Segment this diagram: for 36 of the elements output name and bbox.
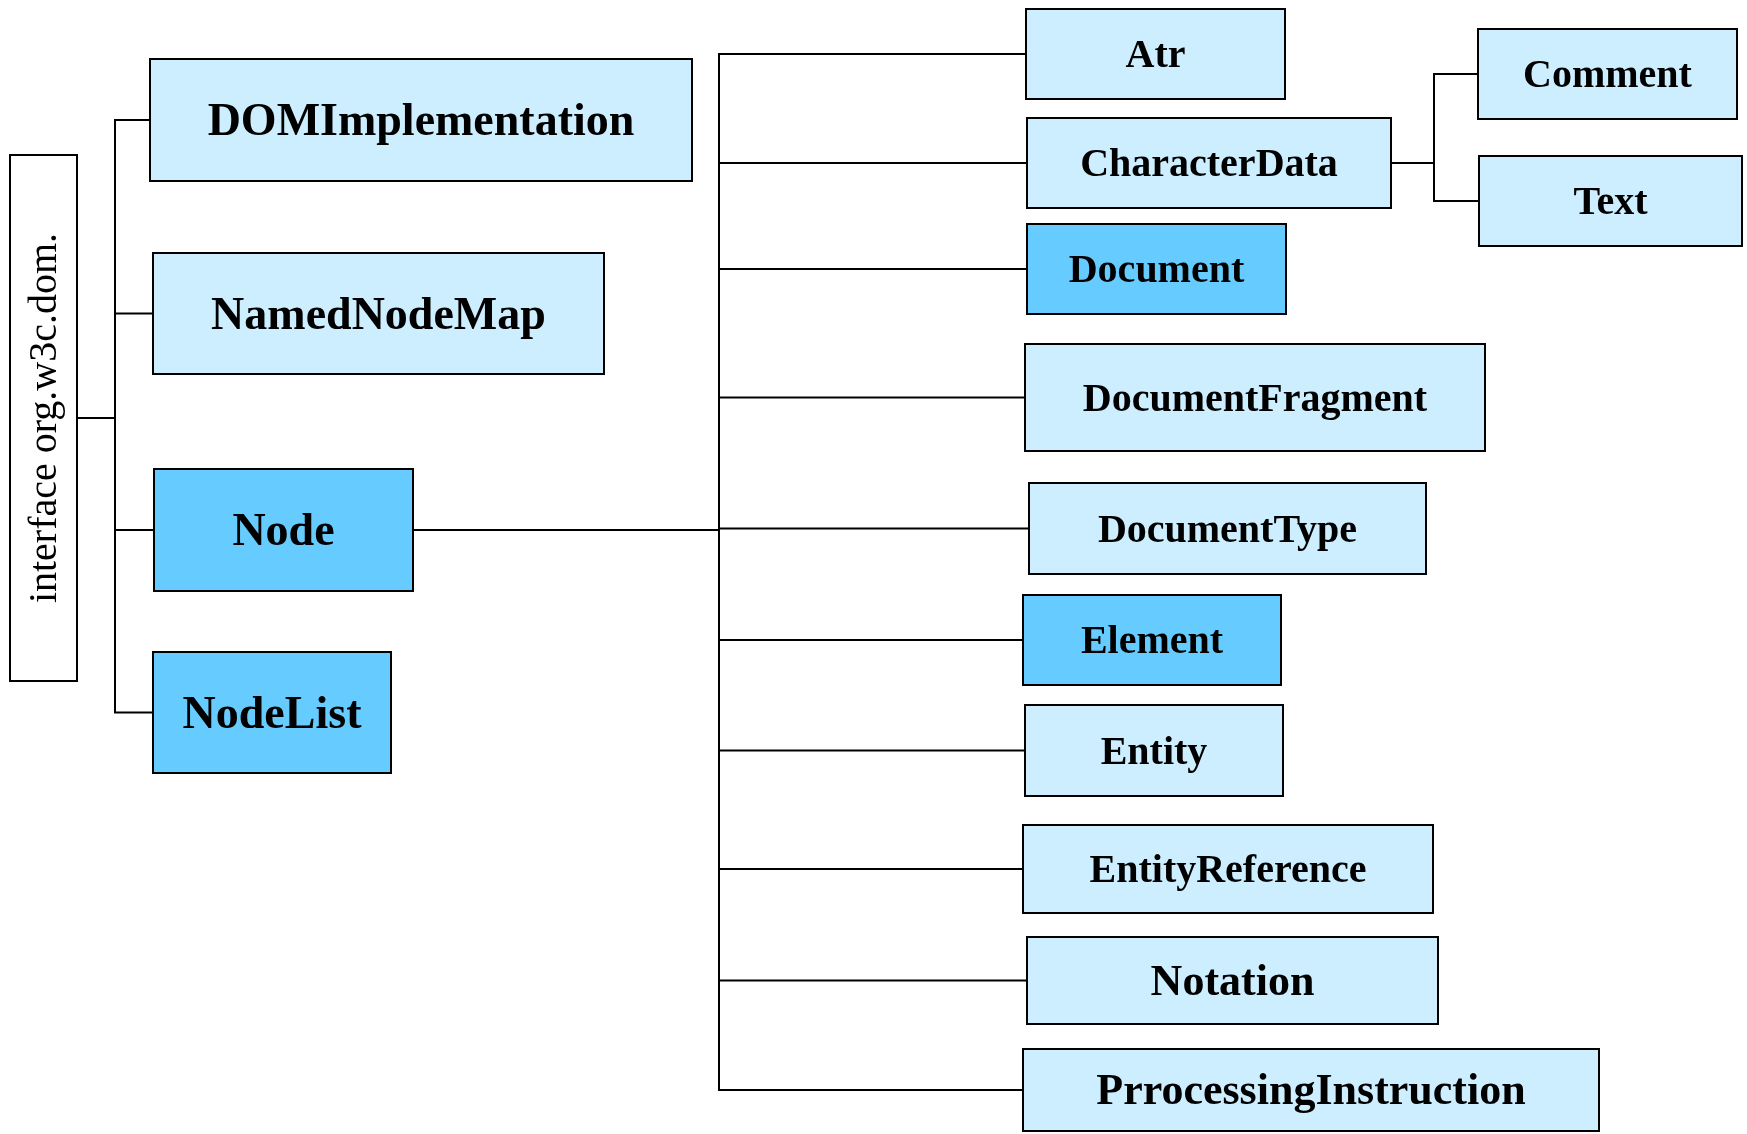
interface-box bbox=[1026, 936, 1439, 1025]
interface-name: DOMImplementation bbox=[207, 97, 635, 143]
interface-name: Node bbox=[232, 507, 335, 553]
interface-box bbox=[1025, 8, 1286, 100]
interface-box bbox=[1022, 1048, 1600, 1132]
interface-name: Notation bbox=[1150, 958, 1315, 1003]
interface-box bbox=[1022, 594, 1282, 686]
interface-box bbox=[1022, 824, 1434, 914]
interface-box bbox=[1024, 704, 1284, 797]
interface-box bbox=[1026, 117, 1392, 209]
interface-name: NodeList bbox=[182, 689, 362, 736]
interface-name: PrrocessingInstruction bbox=[1096, 1068, 1526, 1112]
interface-box bbox=[1478, 155, 1743, 247]
interface-name: Text bbox=[1573, 181, 1648, 221]
interface-box bbox=[1028, 482, 1427, 575]
connector-line bbox=[77, 417, 153, 714]
interface-box bbox=[152, 651, 392, 774]
interface-name: EntityReference bbox=[1089, 849, 1367, 889]
package-label: interface org.w3c.dom. bbox=[23, 232, 64, 604]
interface-name: NamedNodeMap bbox=[211, 290, 546, 337]
interface-name: Atr bbox=[1125, 34, 1186, 74]
interface-name: DocumentFragment bbox=[1082, 377, 1428, 418]
interface-box bbox=[153, 468, 414, 592]
interface-name: Document bbox=[1068, 249, 1245, 289]
interface-name: DocumentType bbox=[1097, 508, 1358, 549]
interface-box bbox=[152, 252, 605, 375]
interface-name: Comment bbox=[1523, 54, 1692, 94]
interface-box bbox=[1024, 343, 1486, 452]
interface-name: Entity bbox=[1100, 730, 1208, 771]
interface-box bbox=[1477, 28, 1738, 120]
interface-box bbox=[149, 58, 693, 182]
connector-line bbox=[1391, 162, 1479, 202]
package-box bbox=[9, 154, 78, 682]
interface-name: CharacterData bbox=[1080, 143, 1338, 183]
interface-name: Element bbox=[1080, 620, 1224, 660]
interface-box bbox=[1026, 223, 1287, 315]
